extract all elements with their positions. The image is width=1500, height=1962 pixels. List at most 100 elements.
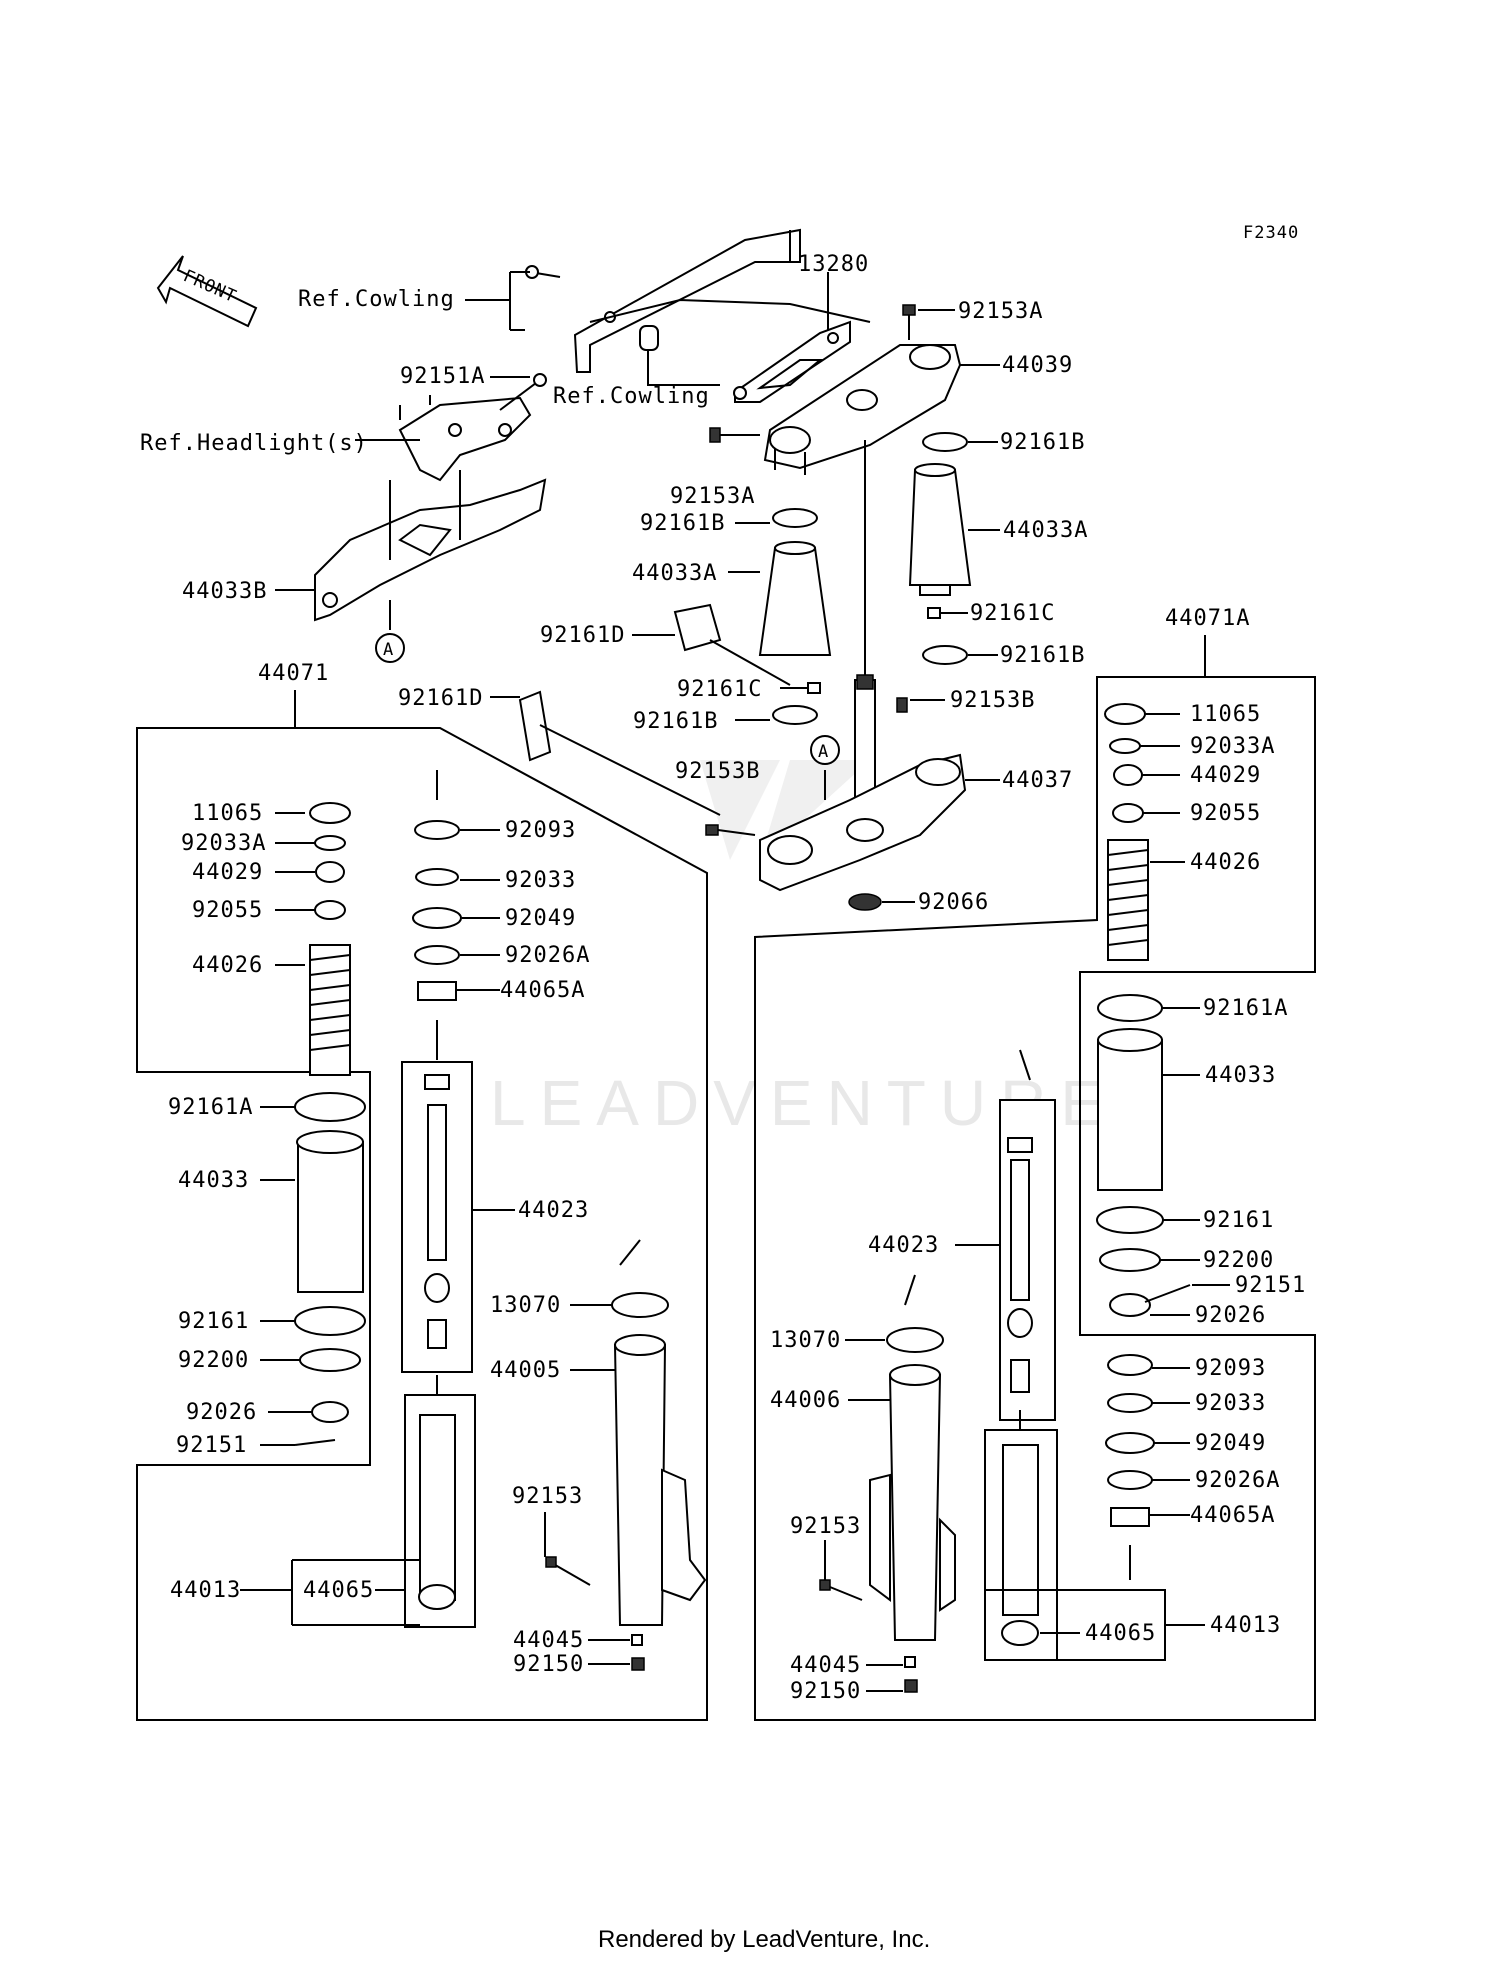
label-l-92055: 92055 bbox=[192, 898, 263, 923]
cover-13280 bbox=[733, 320, 851, 403]
label-44037: 44037 bbox=[1002, 768, 1073, 793]
label-l-92150: 92150 bbox=[513, 1652, 584, 1677]
label-r-92026a: 92026A bbox=[1195, 1468, 1280, 1493]
label-r-44026: 44026 bbox=[1190, 850, 1261, 875]
label-l-92049: 92049 bbox=[505, 906, 576, 931]
label-r-44013: 44013 bbox=[1210, 1613, 1281, 1638]
cover-44033a-left bbox=[758, 541, 832, 656]
label-92161d-2: 92161D bbox=[398, 686, 483, 711]
left-fork-boundary bbox=[136, 727, 708, 1721]
upper-triple-clamp-44039 bbox=[763, 344, 962, 475]
label-44071: 44071 bbox=[258, 661, 329, 686]
label-l-44033: 44033 bbox=[178, 1168, 249, 1193]
label-92151a: 92151A bbox=[400, 364, 485, 389]
bolt-92153a-mid bbox=[709, 427, 760, 443]
label-l-44005: 44005 bbox=[490, 1358, 561, 1383]
label-44033b: 44033B bbox=[182, 579, 267, 604]
label-r-44065a: 44065A bbox=[1190, 1503, 1275, 1528]
label-r-92055: 92055 bbox=[1190, 801, 1261, 826]
marker-a-right-text: A bbox=[818, 742, 829, 762]
lower-triple-clamp-44037 bbox=[759, 753, 967, 892]
label-r-44023: 44023 bbox=[868, 1233, 939, 1258]
label-92161d-1: 92161D bbox=[540, 623, 625, 648]
label-l-44065: 44065 bbox=[303, 1578, 374, 1603]
label-ref-cowling-2: Ref.Cowling bbox=[553, 384, 710, 409]
label-l-92033a: 92033A bbox=[181, 831, 266, 856]
right-cartridge-parts bbox=[984, 1049, 1058, 1661]
label-r-11065: 11065 bbox=[1190, 702, 1261, 727]
label-l-11065: 11065 bbox=[192, 801, 263, 826]
label-r-92150: 92150 bbox=[790, 1679, 861, 1704]
label-r-92161: 92161 bbox=[1203, 1208, 1274, 1233]
label-l-44029: 44029 bbox=[192, 860, 263, 885]
right-lower-parts bbox=[1105, 1354, 1155, 1580]
pad-92161d-2 bbox=[518, 690, 552, 762]
label-92161b-r2: 92161B bbox=[1000, 643, 1085, 668]
cap-92161c-left bbox=[807, 682, 821, 694]
label-l-92161: 92161 bbox=[178, 1309, 249, 1334]
right-outer-tube-44006 bbox=[819, 1274, 956, 1693]
label-l-92153: 92153 bbox=[512, 1484, 583, 1509]
label-92161b-l2: 92161B bbox=[633, 709, 718, 734]
label-l-44013: 44013 bbox=[170, 1578, 241, 1603]
label-l-44023: 44023 bbox=[518, 1198, 589, 1223]
left-outer-tube-44005 bbox=[545, 1239, 707, 1671]
label-r-44045: 44045 bbox=[790, 1653, 861, 1678]
label-l-92200: 92200 bbox=[178, 1348, 249, 1373]
bolt-92153b-right bbox=[896, 697, 908, 713]
label-92153a-mid: 92153A bbox=[670, 484, 755, 509]
label-r-92033a: 92033A bbox=[1190, 734, 1275, 759]
label-92066: 92066 bbox=[918, 890, 989, 915]
label-ref-headlight: Ref.Headlight(s) bbox=[140, 431, 368, 456]
cover-44033b bbox=[314, 470, 547, 622]
cover-44033a-right bbox=[908, 463, 972, 596]
left-spring-parts bbox=[294, 802, 366, 1446]
bushing-92161b-l2 bbox=[772, 705, 818, 725]
label-l-13070: 13070 bbox=[490, 1293, 561, 1318]
label-l-92026a: 92026A bbox=[505, 943, 590, 968]
bushing-92161b-r2 bbox=[922, 645, 968, 665]
right-spring-parts bbox=[1096, 703, 1191, 1317]
pad-92161d-1 bbox=[673, 603, 722, 652]
cowling-bracket bbox=[525, 228, 801, 373]
label-ref-cowling-1: Ref.Cowling bbox=[298, 287, 455, 312]
label-l-92151: 92151 bbox=[176, 1433, 247, 1458]
label-l-92161a: 92161A bbox=[168, 1095, 253, 1120]
marker-a-right bbox=[810, 735, 840, 765]
label-l-92033: 92033 bbox=[505, 868, 576, 893]
nut-92066 bbox=[848, 893, 882, 911]
label-44033a-left: 44033A bbox=[632, 561, 717, 586]
bushing-92161b-l1 bbox=[772, 508, 818, 528]
label-92161b-r1: 92161B bbox=[1000, 430, 1085, 455]
label-r-44029: 44029 bbox=[1190, 763, 1261, 788]
cap-92161c-right bbox=[927, 607, 941, 619]
label-r-44065: 44065 bbox=[1085, 1621, 1156, 1646]
label-r-92033: 92033 bbox=[1195, 1391, 1266, 1416]
label-44033a-right: 44033A bbox=[1003, 518, 1088, 543]
label-r-44033: 44033 bbox=[1205, 1063, 1276, 1088]
label-r-92161a: 92161A bbox=[1203, 996, 1288, 1021]
label-l-92093: 92093 bbox=[505, 818, 576, 843]
label-r-92153: 92153 bbox=[790, 1514, 861, 1539]
marker-a-left-text: A bbox=[383, 640, 394, 660]
label-r-92093: 92093 bbox=[1195, 1356, 1266, 1381]
label-44071a: 44071A bbox=[1165, 606, 1250, 631]
label-92153b-left: 92153B bbox=[675, 759, 760, 784]
label-l-44065a: 44065A bbox=[500, 978, 585, 1003]
bushing-92161b-r1 bbox=[922, 432, 968, 452]
bolt-92153b-left bbox=[705, 824, 719, 836]
label-r-92026: 92026 bbox=[1195, 1303, 1266, 1328]
footer-credit: Rendered by LeadVenture, Inc. bbox=[598, 1926, 930, 1953]
marker-a-left bbox=[375, 633, 405, 663]
right-fork-boundary bbox=[754, 676, 1316, 1721]
label-r-92151: 92151 bbox=[1235, 1273, 1306, 1298]
label-92153b-right: 92153B bbox=[950, 688, 1035, 713]
steering-stem bbox=[854, 440, 876, 831]
label-r-92049: 92049 bbox=[1195, 1431, 1266, 1456]
label-r-92200: 92200 bbox=[1203, 1248, 1274, 1273]
label-l-44045: 44045 bbox=[513, 1628, 584, 1653]
label-92153a-top: 92153A bbox=[958, 299, 1043, 324]
front-arrow-icon: FRONT bbox=[156, 255, 258, 328]
label-13280: 13280 bbox=[798, 252, 869, 277]
